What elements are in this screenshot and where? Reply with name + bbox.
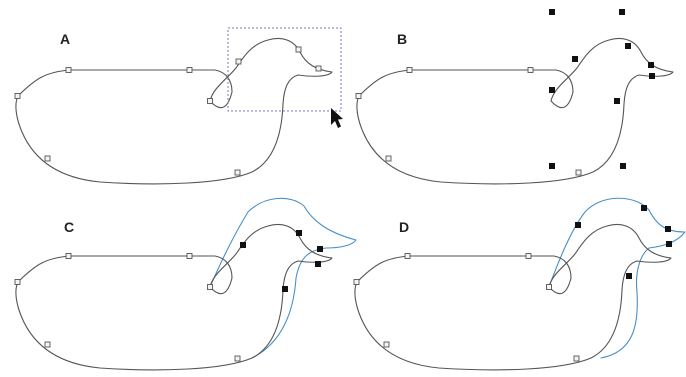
panel-label-b: B bbox=[397, 31, 407, 47]
path-node bbox=[525, 253, 532, 259]
scale-handle[interactable] bbox=[619, 9, 625, 15]
path-node bbox=[186, 253, 193, 259]
scale-handle[interactable] bbox=[620, 163, 626, 169]
path-node bbox=[65, 253, 72, 259]
selected-node-handle[interactable] bbox=[296, 230, 302, 236]
panel-d: D bbox=[353, 197, 686, 371]
path-node bbox=[207, 284, 213, 290]
path-node bbox=[235, 58, 242, 65]
selected-node-handle[interactable] bbox=[648, 62, 654, 68]
path-node bbox=[383, 341, 390, 348]
selected-node-handle[interactable] bbox=[240, 242, 246, 248]
panel-a: A bbox=[14, 27, 343, 185]
transform-handles[interactable] bbox=[240, 230, 323, 292]
path-node bbox=[44, 155, 51, 162]
path-node bbox=[546, 284, 552, 290]
path-node bbox=[527, 67, 534, 73]
panel-c: C bbox=[14, 197, 357, 371]
path-node bbox=[404, 253, 411, 259]
modified-head-outline bbox=[548, 197, 686, 359]
modified-head-outline bbox=[209, 197, 357, 359]
transform-handles[interactable] bbox=[549, 9, 655, 169]
path-node bbox=[14, 279, 21, 285]
selected-node-handle[interactable] bbox=[641, 205, 647, 211]
selected-node-handle[interactable] bbox=[282, 286, 288, 292]
path-node bbox=[234, 355, 241, 362]
path-node bbox=[575, 169, 582, 176]
path-node bbox=[315, 65, 322, 72]
selected-node-handle[interactable] bbox=[549, 87, 555, 93]
path-node bbox=[406, 67, 413, 73]
node-markers bbox=[353, 253, 580, 362]
selected-node-handle[interactable] bbox=[665, 226, 671, 232]
path-node bbox=[14, 93, 21, 99]
panel-label-a: A bbox=[60, 31, 70, 47]
path-node bbox=[385, 155, 392, 162]
node-markers bbox=[355, 67, 582, 176]
path-node bbox=[295, 46, 302, 53]
path-node bbox=[44, 341, 51, 348]
path-node bbox=[573, 355, 580, 362]
path-node bbox=[65, 67, 72, 73]
selected-node-handle[interactable] bbox=[625, 43, 631, 49]
node-markers bbox=[14, 46, 322, 176]
duck-outline bbox=[356, 37, 674, 185]
panel-label-c: C bbox=[64, 219, 74, 235]
selected-node-handle[interactable] bbox=[649, 73, 655, 79]
selected-node-handle[interactable] bbox=[315, 261, 321, 267]
selected-node-handle[interactable] bbox=[666, 241, 672, 247]
transform-handles[interactable] bbox=[575, 205, 672, 279]
scale-handle[interactable] bbox=[549, 9, 555, 15]
arrow-cursor-icon bbox=[331, 108, 343, 128]
selection-box bbox=[227, 27, 342, 112]
selected-node-handle[interactable] bbox=[626, 273, 632, 279]
duck-outline bbox=[15, 223, 333, 371]
selected-node-handle[interactable] bbox=[575, 222, 581, 228]
path-node bbox=[207, 98, 213, 104]
path-node bbox=[234, 169, 241, 176]
path-node bbox=[355, 93, 362, 99]
selected-node-handle[interactable] bbox=[572, 56, 578, 62]
selected-node-handle[interactable] bbox=[614, 98, 620, 104]
panel-label-d: D bbox=[399, 219, 409, 235]
selected-node-handle[interactable] bbox=[317, 246, 323, 252]
path-node bbox=[353, 279, 360, 285]
path-node bbox=[186, 67, 193, 73]
scale-handle[interactable] bbox=[549, 163, 555, 169]
panel-b: B bbox=[355, 9, 674, 185]
node-markers bbox=[14, 253, 241, 362]
duck-outline bbox=[354, 223, 672, 371]
